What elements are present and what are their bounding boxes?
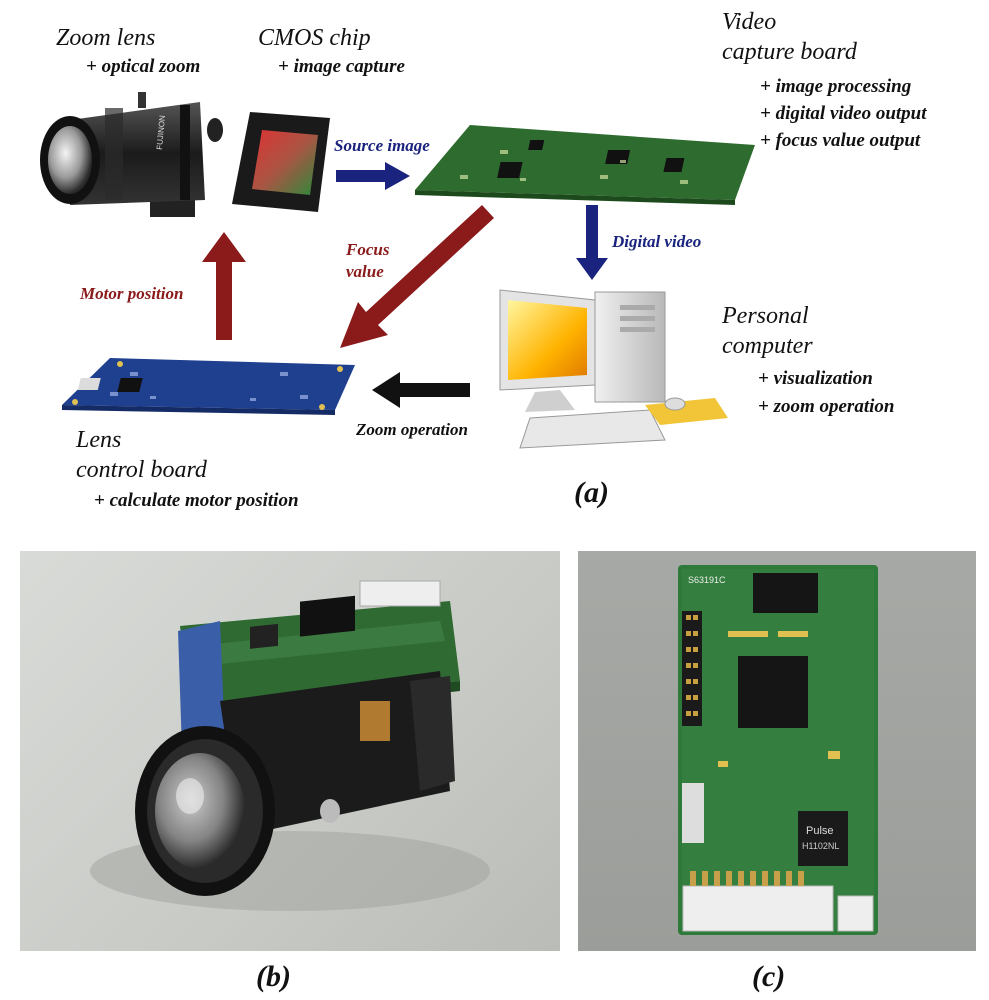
zoom-lens-illustration: FUJINON [40, 92, 223, 217]
pcb-label-part: H1102NL [802, 841, 839, 851]
lens-brand: FUJINON [155, 115, 167, 151]
video-board-feature-2: + digital video output [760, 103, 927, 124]
camera-module-drawing [90, 580, 490, 911]
diagram-graphics: FUJINON [40, 92, 755, 449]
video-board-title-line2: capture board [722, 39, 857, 65]
focus-value-arrow [340, 205, 494, 348]
focus-value-label-line1: Focus [346, 240, 390, 259]
source-image-arrow [336, 162, 410, 190]
pc-feature-1: + visualization [758, 368, 873, 389]
pcb-label-pulse: Pulse [806, 825, 834, 837]
pc-feature-2: + zoom operation [758, 396, 895, 417]
motor-position-arrow [202, 232, 246, 340]
photo-pcb-board: S63191C Pulse H1102NL [578, 551, 976, 951]
caption-b: (b) [256, 960, 291, 993]
zoom-operation-label: Zoom operation [356, 420, 468, 439]
zoom-lens-title: Zoom lens [56, 25, 156, 51]
caption-c: (c) [752, 960, 786, 993]
motor-position-label: Motor position [80, 284, 184, 303]
cmos-chip-feature: + image capture [278, 56, 405, 77]
digital-video-arrow [576, 205, 608, 280]
pc-title-line2: computer [722, 333, 813, 359]
video-board-feature-3: + focus value output [760, 130, 921, 151]
photo-camera-module [20, 551, 560, 951]
focus-value-label-line2: value [346, 262, 384, 281]
video-capture-board-illustration [415, 125, 755, 205]
caption-a: (a) [574, 476, 609, 509]
lens-control-board-illustration [62, 358, 355, 415]
lens-board-title-line1: Lens [76, 427, 122, 453]
video-board-feature-1: + image processing [760, 76, 912, 97]
source-image-label: Source image [334, 136, 430, 155]
zoom-lens-feature: + optical zoom [86, 56, 201, 77]
pcb-board-drawing: S63191C Pulse H1102NL [678, 565, 878, 935]
personal-computer-illustration [499, 289, 728, 449]
cmos-chip-title: CMOS chip [258, 25, 371, 51]
lens-board-feature: + calculate motor position [94, 490, 299, 511]
cmos-chip-illustration [232, 112, 330, 212]
pc-title-line1: Personal [722, 303, 809, 329]
pcb-label-model: S63191C [688, 575, 726, 585]
zoom-operation-arrow [372, 372, 470, 408]
digital-video-label: Digital video [612, 232, 702, 251]
lens-board-title-line2: control board [76, 457, 207, 483]
video-board-title-line1: Video [722, 9, 777, 35]
